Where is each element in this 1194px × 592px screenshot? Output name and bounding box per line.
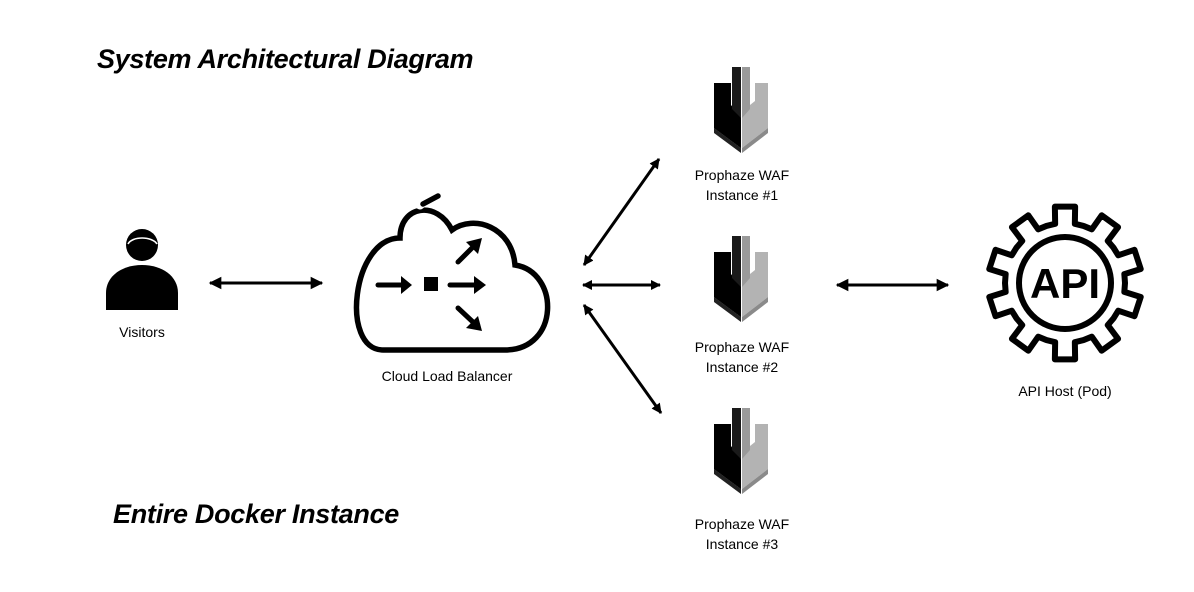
visitors-label: Visitors <box>119 324 165 340</box>
api-gear-icon: API <box>986 203 1144 363</box>
user-icon <box>106 229 178 310</box>
edge-lb-waf1 <box>582 158 661 266</box>
diagram-subtitle: Entire Docker Instance <box>113 499 400 529</box>
waf1-label: Prophaze WAF Instance #1 <box>694 167 790 203</box>
waf-arrow-icon <box>714 408 768 494</box>
waf-arrow-icon <box>714 67 768 153</box>
waf2-label: Prophaze WAF Instance #2 <box>694 339 790 375</box>
api-icon-text: API <box>1030 260 1100 307</box>
edge-lb-waf3 <box>582 304 663 414</box>
diagram-title: System Architectural Diagram <box>97 44 474 74</box>
load-balancer-label: Cloud Load Balancer <box>381 368 513 384</box>
waf-arrow-icon <box>714 236 768 322</box>
waf3-label: Prophaze WAF Instance #3 <box>694 516 790 552</box>
api-host-label: API Host (Pod) <box>1018 383 1112 399</box>
cloud-load-balancer-icon <box>353 192 551 353</box>
